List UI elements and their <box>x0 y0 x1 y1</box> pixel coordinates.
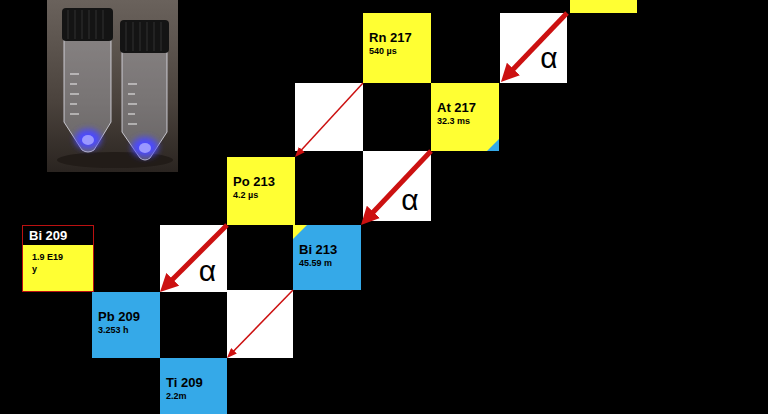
half-life: 540 µs <box>369 46 427 57</box>
nuclide-name: Rn 217 <box>369 30 427 45</box>
decay-mode-label: α <box>199 256 216 286</box>
vial-photo <box>47 0 178 172</box>
cap-ribs <box>68 10 103 39</box>
nuclide-box: Rn 217540 µs <box>363 13 431 83</box>
alpha-arrow <box>507 13 568 76</box>
branch-triangle <box>293 225 307 239</box>
vial-cap <box>62 8 113 41</box>
vial-cap <box>120 20 169 53</box>
half-life: 32.3 ms <box>437 116 495 127</box>
blue-glow-core <box>82 135 94 145</box>
blue-glow <box>75 129 101 149</box>
half-life: 1.9 E19 y <box>23 245 68 275</box>
nuclide-name: Pb 209 <box>98 309 156 324</box>
nuclide-box: Bi 2091.9 E19 y <box>22 225 94 292</box>
decay-square <box>160 225 227 292</box>
decay-mode-label: α <box>540 43 557 73</box>
parent-nuclide-box <box>570 0 637 13</box>
blue-glow-core <box>139 143 151 153</box>
vial-graduations <box>128 84 137 124</box>
nuclide-box: Ti 2092.2m <box>160 358 227 414</box>
decay-arrow <box>297 83 363 155</box>
decay-arrow <box>166 225 227 286</box>
blue-glow <box>132 137 158 157</box>
half-life: 4.2 µs <box>233 190 291 201</box>
photo-shadow <box>57 152 173 168</box>
nuclide-name: Bi 213 <box>299 242 357 257</box>
decay-squares <box>160 13 567 358</box>
nuclide-name: Bi 209 <box>23 226 93 245</box>
decay-arrow <box>229 290 293 356</box>
decay-square <box>227 290 293 358</box>
half-life: 45.59 m <box>299 258 357 269</box>
nuclide-box: Bi 21345.59 m <box>293 225 361 290</box>
half-life: 2.2m <box>166 391 223 402</box>
nuclide-name: Po 213 <box>233 174 291 189</box>
decay-arrow <box>366 151 431 219</box>
nuclide-name: Ti 209 <box>166 375 223 390</box>
cap-ribs <box>126 22 161 51</box>
nuclide-box: Pb 2093.253 h <box>92 292 160 358</box>
vial-graduations <box>70 74 79 114</box>
nuclide-name: At 217 <box>437 100 495 115</box>
branch-marker <box>293 225 361 290</box>
vial-glass <box>64 40 111 152</box>
photo-ground <box>47 0 178 172</box>
branch-triangle <box>487 139 499 151</box>
nuclide-box: Po 2134.2 µs <box>227 157 295 225</box>
decay-square <box>363 151 431 221</box>
half-life: 3.253 h <box>98 325 156 336</box>
nuclide-box: At 21732.3 ms <box>431 83 499 151</box>
decay-square <box>500 13 567 83</box>
vial-glass <box>122 52 167 160</box>
decay-mode-label: α <box>401 185 418 215</box>
